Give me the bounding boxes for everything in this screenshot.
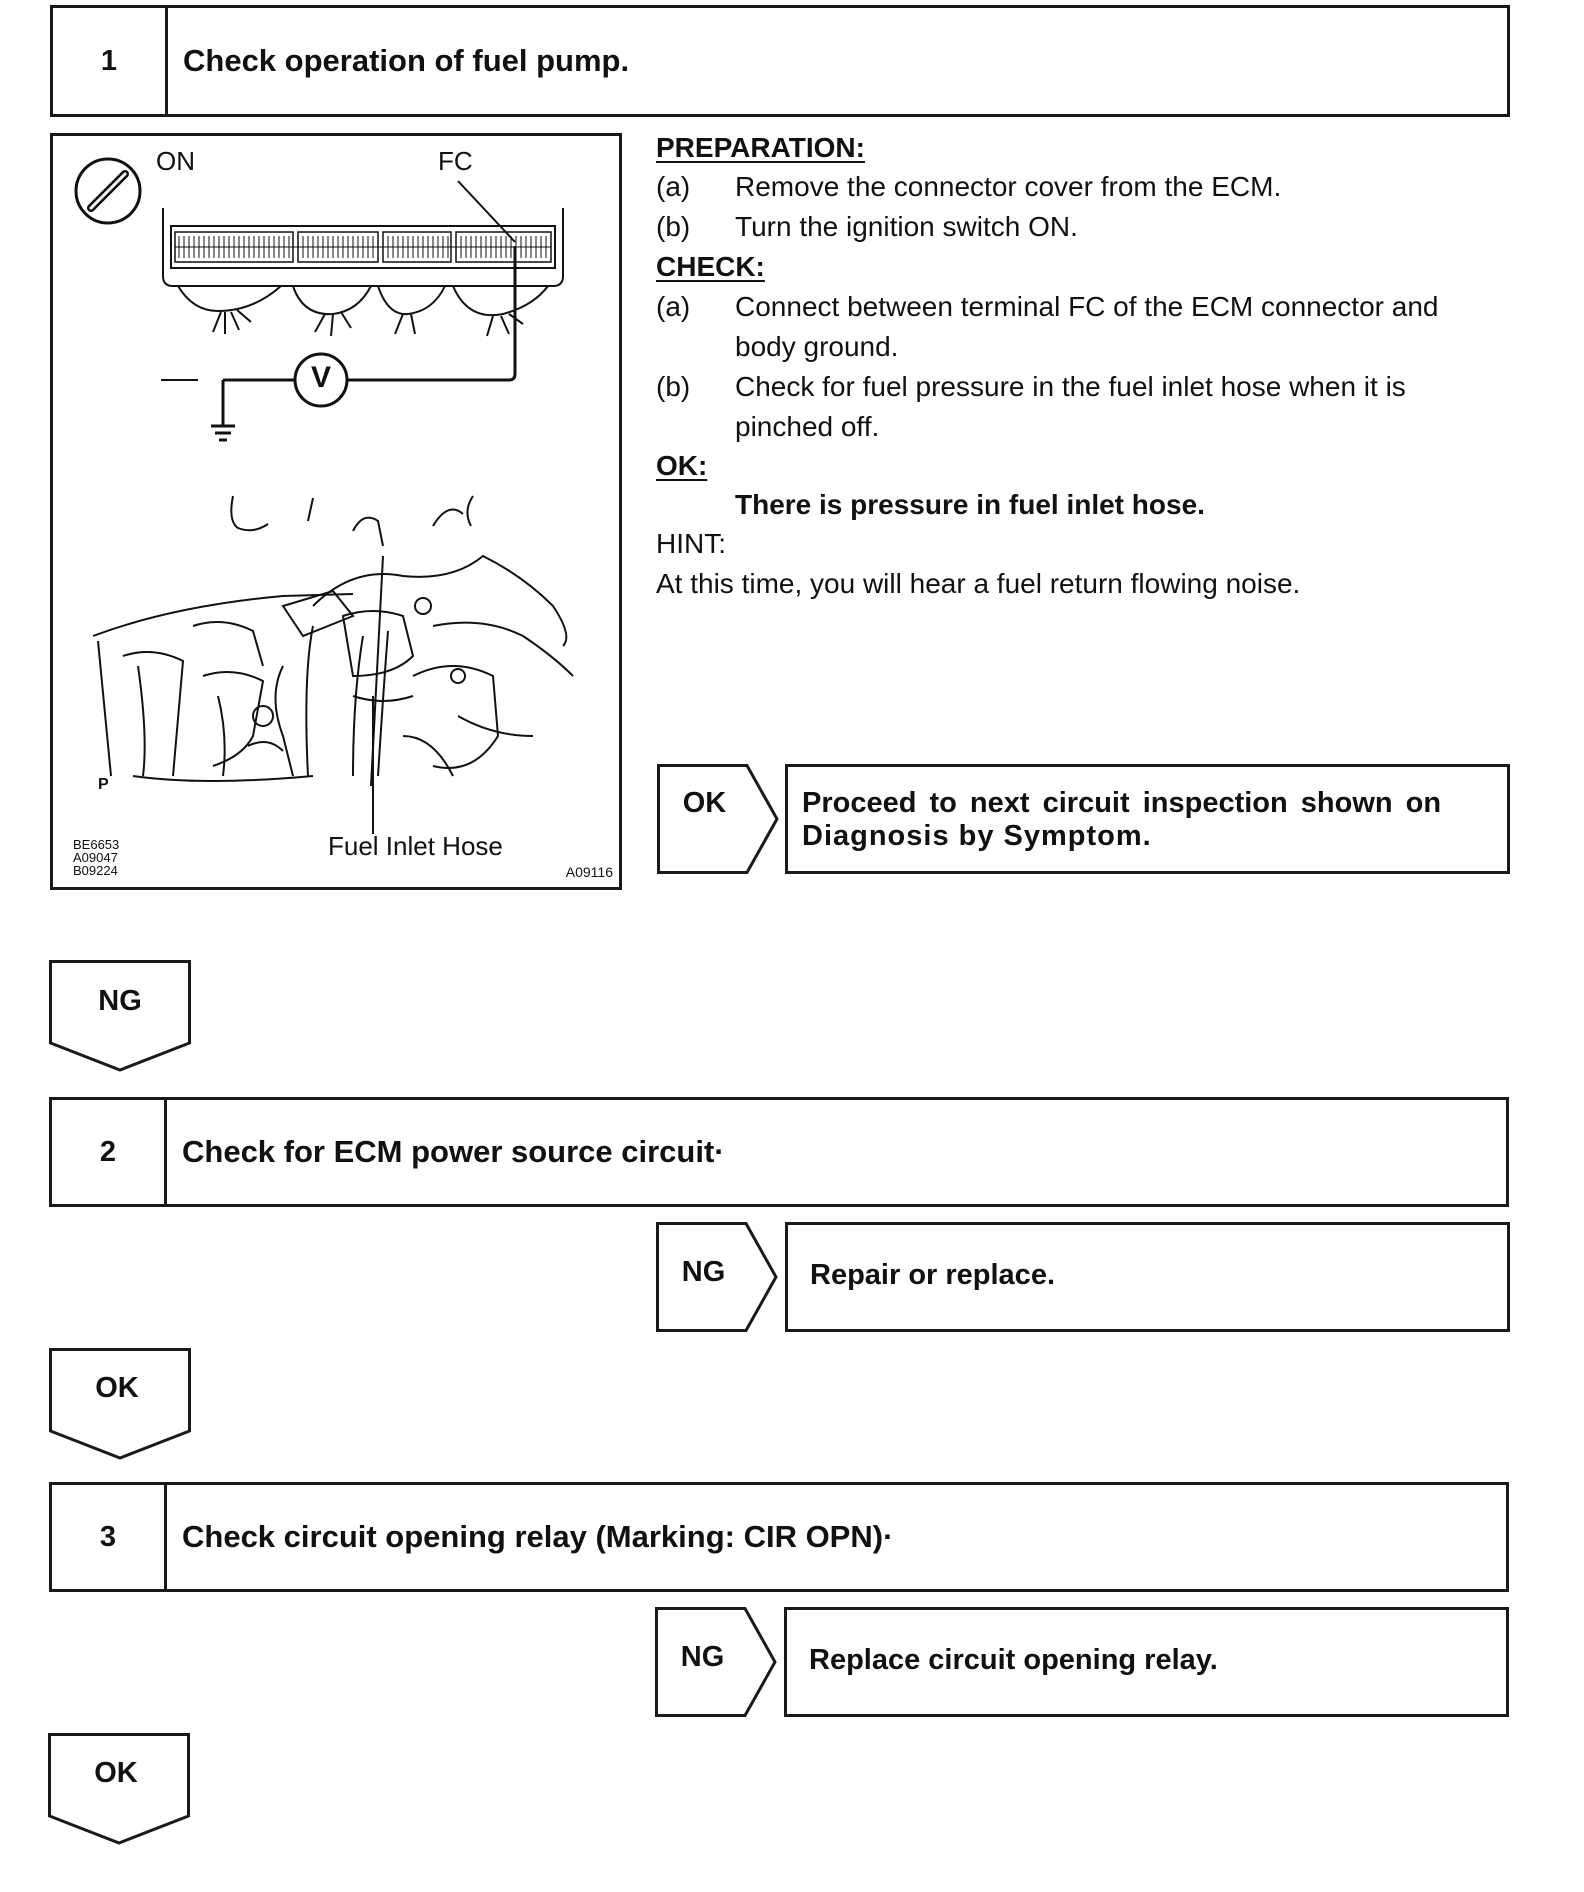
- label-p: P: [98, 776, 109, 793]
- step-title: Check operation of fuel pump.: [183, 43, 630, 78]
- check-text-b2: pinched off.: [735, 411, 880, 442]
- ng-result-step3: Replace circuit opening relay.: [784, 1607, 1509, 1717]
- ok-tag-step1: OK: [682, 787, 727, 819]
- voltmeter-label: V: [310, 361, 331, 394]
- figure-codes: BE6653 A09047 B09224: [73, 838, 119, 877]
- hint-heading: HINT:: [656, 528, 726, 559]
- check-text-b1: Check for fuel pressure in the fuel inle…: [735, 371, 1406, 402]
- ok-result-line1: Proceed to next circuit inspection shown…: [802, 787, 1442, 819]
- ng-down-label: NG: [98, 985, 142, 1017]
- check-text-a1: Connect between terminal FC of the ECM c…: [735, 291, 1439, 322]
- step-title: Check for ECM power source circuit·: [182, 1134, 725, 1169]
- check-heading: CHECK:: [656, 251, 765, 282]
- check-marker-a: (a): [656, 291, 691, 322]
- step-2-header: 2 Check for ECM power source circuit·: [49, 1097, 1509, 1207]
- ng-result-step2: Repair or replace.: [785, 1222, 1510, 1332]
- prep-text-a: Remove the connector cover from the ECM.: [735, 171, 1282, 202]
- figure-code: BE6653: [73, 837, 120, 852]
- check-marker-b: (b): [656, 371, 691, 402]
- step-title: Check circuit opening relay (Marking: CI…: [182, 1519, 894, 1554]
- ok-criterion: There is pressure in fuel inlet hose.: [735, 489, 1205, 520]
- step-1-header: 1 Check operation of fuel pump.: [50, 5, 1510, 117]
- ignition-key-icon: [74, 157, 142, 225]
- hose-label: Fuel Inlet Hose: [328, 831, 503, 861]
- step-number: 1: [53, 8, 168, 114]
- ok-heading: OK:: [656, 450, 708, 481]
- step-number: 2: [52, 1100, 167, 1204]
- ok-down-arrow-1: [49, 1348, 191, 1460]
- ok-down-label-1: OK: [95, 1372, 139, 1404]
- hint-text: At this time, you will hear a fuel retur…: [656, 568, 1301, 599]
- check-text-a2: body ground.: [735, 331, 899, 362]
- ng-tag-step3: NG: [680, 1641, 725, 1673]
- engine-bay-sketch: [92, 495, 574, 787]
- ng-arrow-step3: [655, 1607, 777, 1717]
- label-on: ON: [156, 146, 195, 176]
- prep-marker-b: (b): [656, 211, 691, 242]
- voltmeter-circuit: [161, 246, 517, 442]
- ng-arrow-step2: [656, 1222, 778, 1332]
- wiring-illustration: ON FC V P Fuel Inlet Hose BE6653 A09047 …: [50, 133, 622, 890]
- ok-arrow-step1: [657, 764, 779, 874]
- figure-code: A09047: [73, 850, 118, 865]
- label-fc: FC: [438, 146, 473, 176]
- ecm-connector-drawing: [74, 157, 574, 834]
- preparation-heading: PREPARATION:: [656, 132, 865, 163]
- ng-tag-step2: NG: [681, 1256, 726, 1288]
- figure-id: A09116: [565, 864, 613, 880]
- ok-down-arrow-2: [48, 1733, 190, 1845]
- ng-down-arrow: [49, 960, 191, 1072]
- prep-marker-a: (a): [656, 171, 691, 202]
- ecm-connector: [162, 208, 564, 337]
- step-3-header: 3 Check circuit opening relay (Marking: …: [49, 1482, 1509, 1592]
- ok-result-line2: Diagnosis by Symptom.: [802, 820, 1152, 852]
- step-number: 3: [52, 1485, 167, 1589]
- prep-text-b: Turn the ignition switch ON.: [735, 211, 1078, 242]
- figure-code: B09224: [73, 863, 118, 878]
- fc-leader-line: [457, 180, 516, 243]
- ok-result-step1: Proceed to next circuit inspection shown…: [785, 764, 1510, 874]
- ok-down-label-2: OK: [94, 1757, 138, 1789]
- ng-result-text: Replace circuit opening relay.: [809, 1644, 1218, 1676]
- ng-result-text: Repair or replace.: [810, 1259, 1055, 1291]
